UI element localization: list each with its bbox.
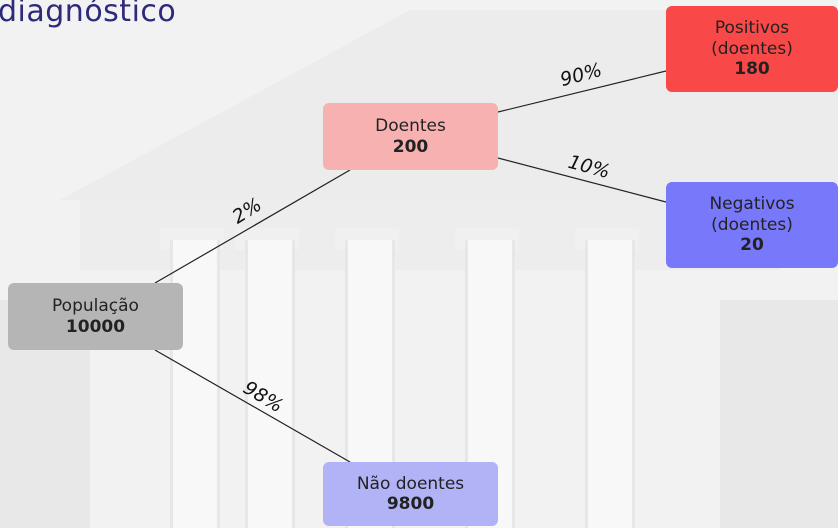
node-positivos-label: Positivos [714,18,790,39]
node-negativos: Negativos (doentes) 20 [666,182,838,268]
node-negativos-value: 20 [740,235,764,256]
node-nao-doentes-value: 9800 [386,494,435,514]
node-positivos: Positivos (doentes) 180 [666,6,838,92]
node-nao-doentes: Não doentes 9800 [323,462,498,526]
page-title: diagnóstico [0,0,177,29]
node-populacao-value: 10000 [65,316,126,337]
node-populacao: População 10000 [8,283,183,350]
node-positivos-sublabel: (doentes) [711,38,793,59]
edge-pop-nao-doentes [154,349,351,463]
node-doentes: Doentes 200 [323,103,498,170]
node-populacao-label: População [52,296,139,317]
node-negativos-label: Negativos [709,194,795,215]
node-nao-doentes-label: Não doentes [356,473,465,494]
node-doentes-value: 200 [392,136,429,157]
edge-doentes-positivos [497,70,667,113]
edge-pop-doentes [154,169,351,284]
node-positivos-value: 180 [734,59,770,80]
node-doentes-label: Doentes [375,116,446,137]
edge-doentes-negativos [497,157,667,203]
node-negativos-sublabel: (doentes) [711,214,793,235]
